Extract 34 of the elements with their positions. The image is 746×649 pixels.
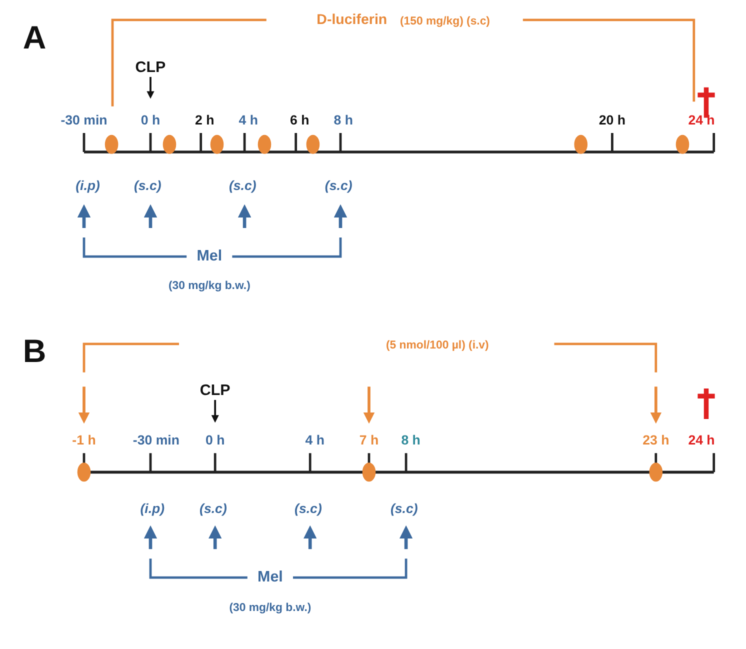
time-label: -30 min xyxy=(132,433,180,446)
dose-note: (30 mg/kg b.w.) xyxy=(229,601,312,613)
route-label: (s.c) xyxy=(200,502,227,515)
time-label: 20 h xyxy=(598,113,626,126)
route-label: (s.c) xyxy=(324,178,352,192)
agent-name: D-luciferin xyxy=(316,12,388,28)
agent-name: Mel xyxy=(258,570,283,586)
time-label: 2 h xyxy=(195,113,214,126)
panel-letter: A xyxy=(22,22,46,54)
panel-letter: B xyxy=(22,335,46,368)
time-label: 8 h xyxy=(334,113,353,126)
route-label: (s.c) xyxy=(294,502,322,515)
event-label: CLP xyxy=(200,384,230,399)
route-label: (s.c) xyxy=(134,178,162,192)
time-label: 4 h xyxy=(305,433,324,446)
event-label: CLP xyxy=(135,60,166,76)
time-label: 7 h xyxy=(359,433,379,446)
agent-name: Mel xyxy=(196,248,222,264)
time-label: 6 h xyxy=(290,113,310,126)
dose-note: (30 mg/kg b.w.) xyxy=(168,279,250,291)
route-label: (s.c) xyxy=(228,178,256,192)
time-label: 24 h xyxy=(688,433,715,446)
dose-note: (150 mg/kg) (s.c) xyxy=(400,15,490,27)
route-label: (s.c) xyxy=(390,502,418,515)
time-label: 23 h xyxy=(642,433,670,446)
time-label: -1 h xyxy=(72,433,96,446)
time-label: 8 h xyxy=(401,433,420,446)
route-label: (i.p) xyxy=(76,178,100,192)
time-label: -30 min xyxy=(60,113,108,126)
time-label: 0 h xyxy=(206,433,225,446)
route-label: (i.p) xyxy=(140,502,165,515)
dose-note: (5 nmol/100 µl) (i.v) xyxy=(386,339,489,351)
time-label: 4 h xyxy=(238,113,258,126)
time-label: 0 h xyxy=(140,113,160,126)
